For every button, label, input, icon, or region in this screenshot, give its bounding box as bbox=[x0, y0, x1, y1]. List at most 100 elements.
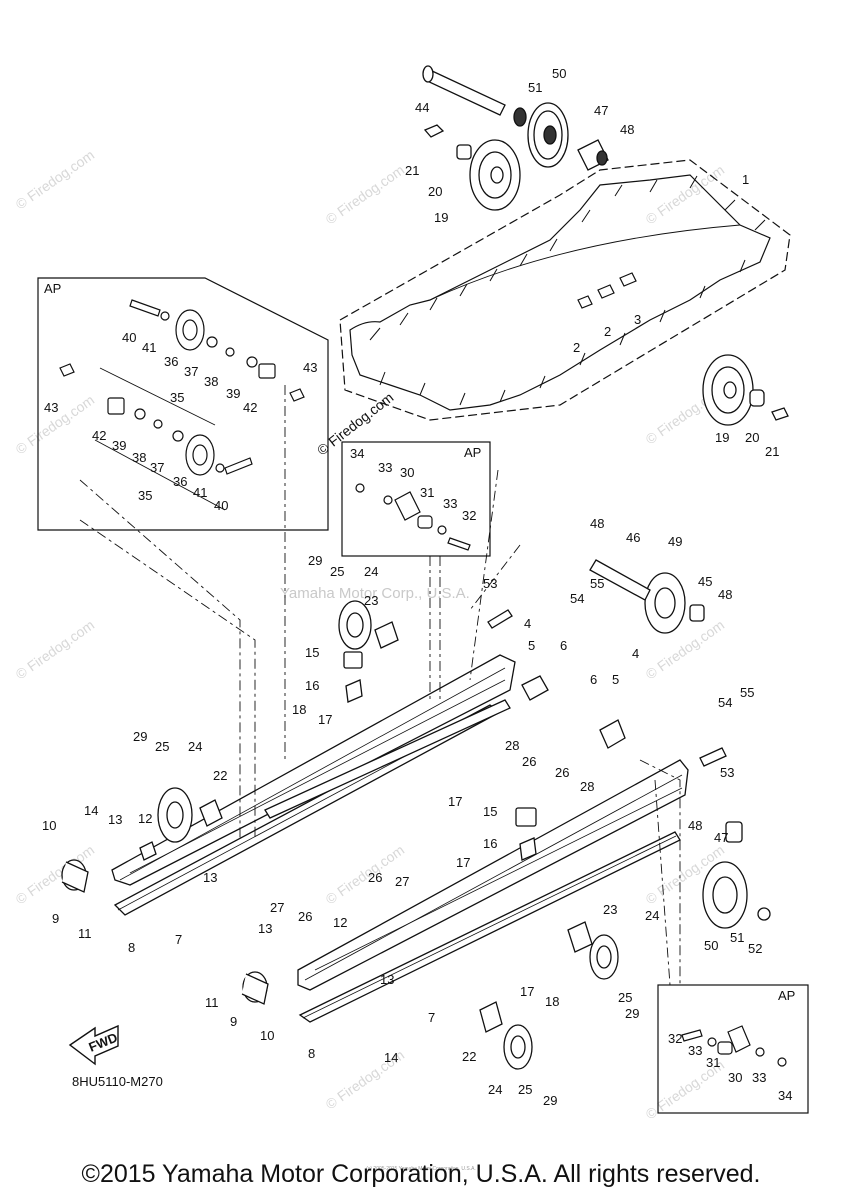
callout-39: 39 bbox=[226, 386, 240, 401]
callout-10: 10 bbox=[42, 818, 56, 833]
callout-16: 16 bbox=[305, 678, 319, 693]
callout-36: 36 bbox=[164, 354, 178, 369]
callout-52: 52 bbox=[748, 941, 762, 956]
callout-28: 28 bbox=[505, 738, 519, 753]
leader-lines bbox=[79, 385, 681, 986]
callout-12: 12 bbox=[333, 915, 347, 930]
callout-18: 18 bbox=[545, 994, 559, 1009]
callout-51: 51 bbox=[528, 80, 542, 95]
callout-29: 29 bbox=[625, 1006, 639, 1021]
callout-34: 34 bbox=[350, 446, 364, 461]
callout-33: 33 bbox=[688, 1043, 702, 1058]
callout-19: 19 bbox=[434, 210, 448, 225]
callout-20: 20 bbox=[745, 430, 759, 445]
callout-16: 16 bbox=[483, 836, 497, 851]
callout-39: 39 bbox=[112, 438, 126, 453]
lower-wheel-parts bbox=[61, 559, 771, 1070]
callout-26: 26 bbox=[555, 765, 569, 780]
callout-40: 40 bbox=[214, 498, 228, 513]
ap-label: AP bbox=[778, 988, 795, 1003]
callout-32: 32 bbox=[462, 508, 476, 523]
callout-38: 38 bbox=[132, 450, 146, 465]
callout-24: 24 bbox=[188, 739, 202, 754]
callout-7: 7 bbox=[428, 1010, 435, 1025]
callout-25: 25 bbox=[330, 564, 344, 579]
watermark: © Firedog.com bbox=[13, 147, 98, 213]
callout-46: 46 bbox=[626, 530, 640, 545]
callout-21: 21 bbox=[405, 163, 419, 178]
callout-24: 24 bbox=[645, 908, 659, 923]
callout-25: 25 bbox=[155, 739, 169, 754]
callout-26: 26 bbox=[298, 909, 312, 924]
callout-17: 17 bbox=[318, 712, 332, 727]
callout-33: 33 bbox=[752, 1070, 766, 1085]
callout-22: 22 bbox=[213, 768, 227, 783]
callout-41: 41 bbox=[142, 340, 156, 355]
callout-14: 14 bbox=[384, 1050, 398, 1065]
callout-48: 48 bbox=[620, 122, 634, 137]
part-callouts: 44 50 51 47 48 21 20 19 1 2 2 3 19 20 21… bbox=[42, 66, 792, 1108]
callout-38: 38 bbox=[204, 374, 218, 389]
callout-3: 3 bbox=[634, 312, 641, 327]
callout-32: 32 bbox=[668, 1031, 682, 1046]
callout-43: 43 bbox=[44, 400, 58, 415]
slide-rails bbox=[111, 654, 689, 1023]
callout-29: 29 bbox=[543, 1093, 557, 1108]
ap-box-lower-right: AP bbox=[657, 984, 809, 1114]
part-code: 8HU5110-M270 bbox=[72, 1074, 163, 1089]
callout-50: 50 bbox=[704, 938, 718, 953]
callout-13: 13 bbox=[203, 870, 217, 885]
callout-24: 24 bbox=[488, 1082, 502, 1097]
callout-9: 9 bbox=[230, 1014, 237, 1029]
callout-47: 47 bbox=[594, 103, 608, 118]
callout-14: 14 bbox=[84, 803, 98, 818]
callout-25: 25 bbox=[618, 990, 632, 1005]
callout-43: 43 bbox=[303, 360, 317, 375]
callout-10: 10 bbox=[260, 1028, 274, 1043]
callout-13: 13 bbox=[108, 812, 122, 827]
callout-5: 5 bbox=[612, 672, 619, 687]
callout-53: 53 bbox=[483, 576, 497, 591]
callout-11: 11 bbox=[78, 926, 92, 941]
callout-42: 42 bbox=[243, 400, 257, 415]
callout-2: 2 bbox=[604, 324, 611, 339]
callout-28: 28 bbox=[580, 779, 594, 794]
callout-54: 54 bbox=[570, 591, 584, 606]
callout-54: 54 bbox=[718, 695, 732, 710]
callout-53: 53 bbox=[720, 765, 734, 780]
callout-6: 6 bbox=[560, 638, 567, 653]
copyright-text: ©2015 Yamaha Motor Corporation, U.S.A. A… bbox=[81, 1160, 761, 1188]
callout-25: 25 bbox=[518, 1082, 532, 1097]
callout-24: 24 bbox=[364, 564, 378, 579]
callout-12: 12 bbox=[138, 811, 152, 826]
tiny-credit: (c) 2005-2015 Yamaha Motor Corporation, … bbox=[366, 1166, 476, 1172]
callout-22: 22 bbox=[462, 1049, 476, 1064]
callout-29: 29 bbox=[308, 553, 322, 568]
callout-9: 9 bbox=[52, 911, 59, 926]
callout-18: 18 bbox=[292, 702, 306, 717]
callout-17: 17 bbox=[456, 855, 470, 870]
callout-20: 20 bbox=[428, 184, 442, 199]
callout-36: 36 bbox=[173, 474, 187, 489]
callout-45: 45 bbox=[698, 574, 712, 589]
upper-idler-assembly bbox=[422, 65, 609, 211]
callout-8: 8 bbox=[128, 940, 135, 955]
callout-33: 33 bbox=[378, 460, 392, 475]
track-clips bbox=[577, 272, 637, 309]
callout-47: 47 bbox=[714, 830, 728, 845]
callout-48: 48 bbox=[590, 516, 604, 531]
watermark: © Firedog.com bbox=[323, 162, 408, 228]
callout-6: 6 bbox=[590, 672, 597, 687]
callout-50: 50 bbox=[552, 66, 566, 81]
callout-15: 15 bbox=[483, 804, 497, 819]
callout-26: 26 bbox=[522, 754, 536, 769]
callout-26: 26 bbox=[368, 870, 382, 885]
callout-35: 35 bbox=[138, 488, 152, 503]
callout-27: 27 bbox=[395, 874, 409, 889]
callout-55: 55 bbox=[590, 576, 604, 591]
callout-55: 55 bbox=[740, 685, 754, 700]
callout-13: 13 bbox=[380, 972, 394, 987]
callout-23: 23 bbox=[603, 902, 617, 917]
callout-48: 48 bbox=[718, 587, 732, 602]
callout-1: 1 bbox=[742, 172, 749, 187]
